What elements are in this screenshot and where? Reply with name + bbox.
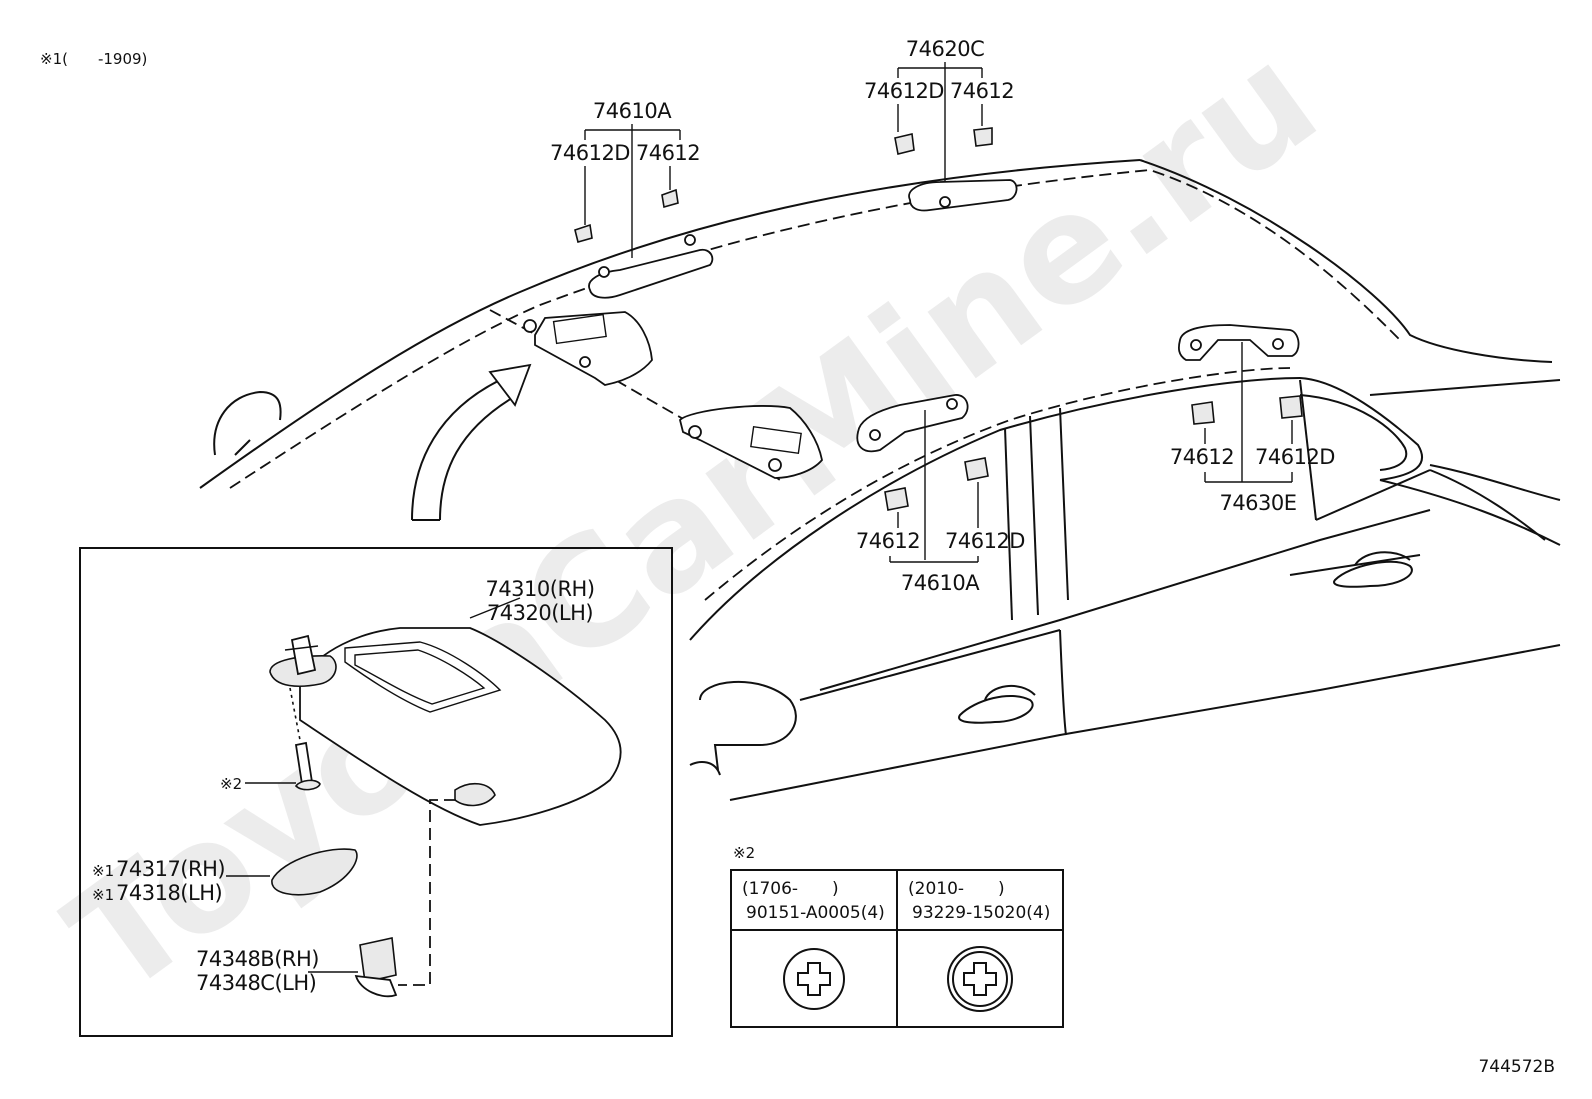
diagram-id: 744572B	[1478, 1057, 1555, 1077]
part-number: 74612	[1170, 445, 1234, 469]
visor-holder	[308, 799, 456, 998]
vanity-mirror-cover	[226, 848, 358, 896]
screw	[245, 687, 321, 791]
part-number: 74310(RH)	[485, 577, 594, 601]
table-part-number: 93229-15020(4)	[912, 903, 1050, 923]
cover-mark: ※1	[92, 862, 114, 880]
header-note: ※1( -1909)	[40, 50, 147, 68]
part-number: 74612	[636, 141, 700, 165]
part-number: 74630E	[1219, 491, 1296, 515]
sun-visor-detail	[269, 627, 622, 826]
part-number: 74317(RH)	[116, 857, 225, 881]
screw-head-icon	[947, 946, 1013, 1012]
callout-grip-rear: 74612 74612D 74630E	[1170, 342, 1335, 515]
table-date: (2010- )	[908, 879, 1005, 899]
assist-grip-mid	[894, 127, 1018, 212]
part-number: 74612D	[1255, 445, 1335, 469]
table-part-number: 90151-A0005(4)	[746, 903, 885, 923]
callout-grip-mid: 74620C 74612D 74612	[864, 37, 1015, 182]
screw-head-icon	[783, 948, 845, 1010]
part-number: 74348C(LH)	[196, 971, 316, 995]
part-number: 74610A	[593, 99, 672, 123]
table-date: (1706- )	[742, 879, 839, 899]
sun-visor-rh-installed	[679, 405, 823, 479]
part-number: 74612D	[550, 141, 630, 165]
part-number: 74620C	[906, 37, 984, 61]
assist-grip-center	[856, 394, 989, 511]
screw-table: ※2 (1706- ) 90151-A0005(4) (2010- ) 9322…	[730, 844, 1064, 1028]
part-number: 74348B(RH)	[196, 947, 319, 971]
car-body-outline	[199, 159, 1561, 801]
detail-arrow	[411, 363, 532, 521]
callout-grip-center: 74612 74612D 74610A	[856, 410, 1025, 595]
assist-grip-rear	[1178, 324, 1303, 425]
part-number: 74610A	[901, 571, 980, 595]
assist-grip-front	[574, 188, 714, 299]
sun-visor-lh-installed	[523, 311, 653, 386]
part-number: 74318(LH)	[116, 881, 222, 905]
detail-box: 74310(RH) 74320(LH) ※2 ※1 74317(RH) ※1 7…	[79, 547, 673, 1037]
part-number: 74612D	[864, 79, 944, 103]
screw-note: ※2	[220, 775, 242, 793]
part-number: 74612D	[945, 529, 1025, 553]
part-number: 74612	[856, 529, 920, 553]
part-number: 74320(LH)	[487, 601, 593, 625]
screw-table-note: ※2	[733, 844, 755, 862]
part-number: 74612	[950, 79, 1014, 103]
cover-mark: ※1	[92, 886, 114, 904]
callout-grip-front: 74610A 74612D 74612	[550, 99, 701, 258]
